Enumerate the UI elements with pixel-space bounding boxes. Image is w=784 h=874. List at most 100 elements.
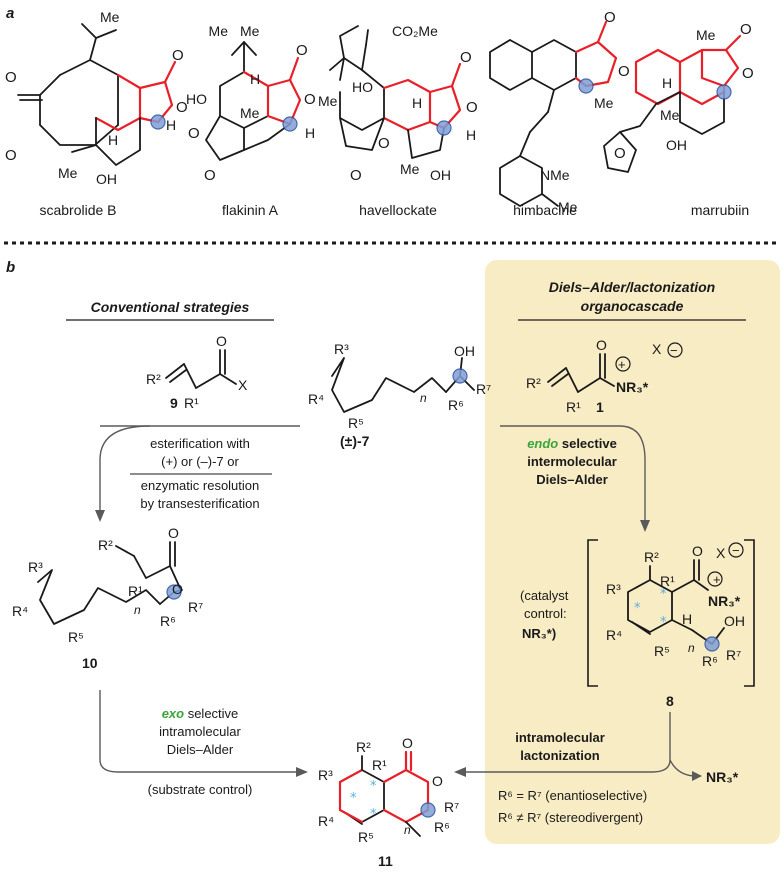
scabrolide-b-structure <box>17 23 177 166</box>
plus-charge: + <box>618 357 626 372</box>
group-r1: R¹ <box>660 573 675 589</box>
compound-11-structure: * * * <box>338 750 436 837</box>
substrate-control: (substrate control) <box>148 782 253 797</box>
outcome-enantioselective: R⁶ = R⁷ (enantioselective) <box>498 788 647 803</box>
group-r3: R³ <box>318 767 333 783</box>
index-n: n <box>404 823 411 837</box>
atom-nme: NMe <box>540 167 570 183</box>
havellockate-structure <box>329 25 462 159</box>
stereo-star: * <box>660 615 667 630</box>
group-r2: R² <box>356 739 371 755</box>
group-r7: R⁷ <box>444 799 459 815</box>
group-r7: R⁷ <box>726 647 741 663</box>
group-r4: R⁴ <box>606 627 622 643</box>
minus-charge: − <box>670 343 678 358</box>
group-r1: R¹ <box>566 399 581 415</box>
atom-o: O <box>402 735 413 751</box>
group-r6: R⁶ <box>702 653 718 669</box>
stereo-star: * <box>660 587 667 602</box>
catalyst-group: NR₃* <box>708 593 741 609</box>
atom-o: O <box>188 125 200 142</box>
atom-me: Me <box>240 23 260 39</box>
compound-10-structure <box>37 541 183 625</box>
atom-me: Me <box>100 9 120 25</box>
counterion-x: X <box>716 545 726 561</box>
lacton-line-2: lactonization <box>520 748 600 763</box>
endo-word: endo <box>527 436 558 451</box>
atom-h: H <box>466 127 476 143</box>
atom-h: H <box>108 132 118 148</box>
marrubiin-structure <box>603 34 742 173</box>
step-text: by transesterification <box>140 496 259 511</box>
group-r7: R⁷ <box>188 599 203 615</box>
exo-diels-alder-arrow <box>99 690 300 773</box>
atom-o: O <box>618 63 630 80</box>
exo-word: exo <box>162 706 184 721</box>
stereo-star: * <box>370 807 377 822</box>
atom-o: O <box>304 91 316 108</box>
atom-co2me: CO₂Me <box>392 23 438 39</box>
compound-name-himbacine: himbacine <box>513 202 577 218</box>
atom-ho: HO <box>352 79 373 95</box>
atom-o: O <box>350 167 362 184</box>
atom-me: Me <box>594 95 614 111</box>
organocascade-box <box>485 260 780 844</box>
endo-rest: selective <box>558 436 617 451</box>
step-text: esterification with <box>150 436 250 451</box>
atom-o: O <box>460 49 472 66</box>
group-r2: R² <box>644 549 659 565</box>
compound-9-label: 9 <box>170 395 178 411</box>
group-r3: R³ <box>28 559 43 575</box>
cascade-title-1: Diels–Alder/lactonization <box>549 279 715 295</box>
group-x: X <box>238 377 248 393</box>
atom-me: Me <box>240 105 260 121</box>
catalyst-note: control: <box>524 606 567 621</box>
lacton-line-1: intramolecular <box>515 730 605 745</box>
arrowhead <box>95 510 105 522</box>
arrowhead <box>640 520 650 532</box>
atom-me: Me <box>558 199 578 215</box>
endo-line-2: intermolecular <box>527 454 617 469</box>
compound-name-marrubiin: marrubiin <box>691 202 749 218</box>
outcome-stereodivergent: R⁶ ≠ R⁷ (stereodivergent) <box>498 810 643 825</box>
atom-o: O <box>604 9 616 26</box>
group-r2: R² <box>146 371 161 387</box>
atom-oh: OH <box>454 343 475 359</box>
compound-7-structure <box>331 357 475 413</box>
plus-charge: + <box>713 572 721 587</box>
atom-o: O <box>168 525 179 541</box>
group-r5: R⁵ <box>348 415 364 431</box>
atom-o: O <box>216 333 227 349</box>
arrowhead <box>454 767 466 777</box>
intermediate-8-structure: * * * <box>587 539 755 687</box>
endo-line-3: Diels–Alder <box>536 472 608 487</box>
atom-o: O <box>176 99 188 116</box>
compound-1-structure <box>547 342 683 393</box>
group-r6: R⁶ <box>434 819 450 835</box>
atom-o: O <box>5 147 17 164</box>
atom-o: O <box>596 337 607 353</box>
conventional-title: Conventional strategies <box>91 299 250 315</box>
step-text: enzymatic resolution <box>141 478 260 493</box>
group-r2: R² <box>526 375 541 391</box>
atom-me: Me <box>318 93 338 109</box>
endo-line-1: endo selective <box>527 436 617 451</box>
atom-o: O <box>466 99 478 116</box>
catalyst-note: NR₃*) <box>522 626 556 641</box>
atom-o: O <box>378 135 390 152</box>
atom-o: O <box>742 65 754 82</box>
panel-b-label: b <box>6 259 15 276</box>
atom-o: O <box>692 543 703 559</box>
atom-o: O <box>5 69 17 86</box>
group-r3: R³ <box>606 581 621 597</box>
endo-diels-alder-arrow <box>500 425 646 525</box>
atom-me: Me <box>660 107 680 123</box>
atom-o: O <box>296 42 308 59</box>
atom-o: O <box>172 47 184 64</box>
step-text: (+) or (–)-7 or <box>161 454 239 469</box>
panel-a-label: a <box>6 5 14 22</box>
compound-10-label: 10 <box>82 655 98 671</box>
compound-name-flakinin-a: flakinin A <box>222 202 279 218</box>
group-r4: R⁴ <box>12 603 28 619</box>
